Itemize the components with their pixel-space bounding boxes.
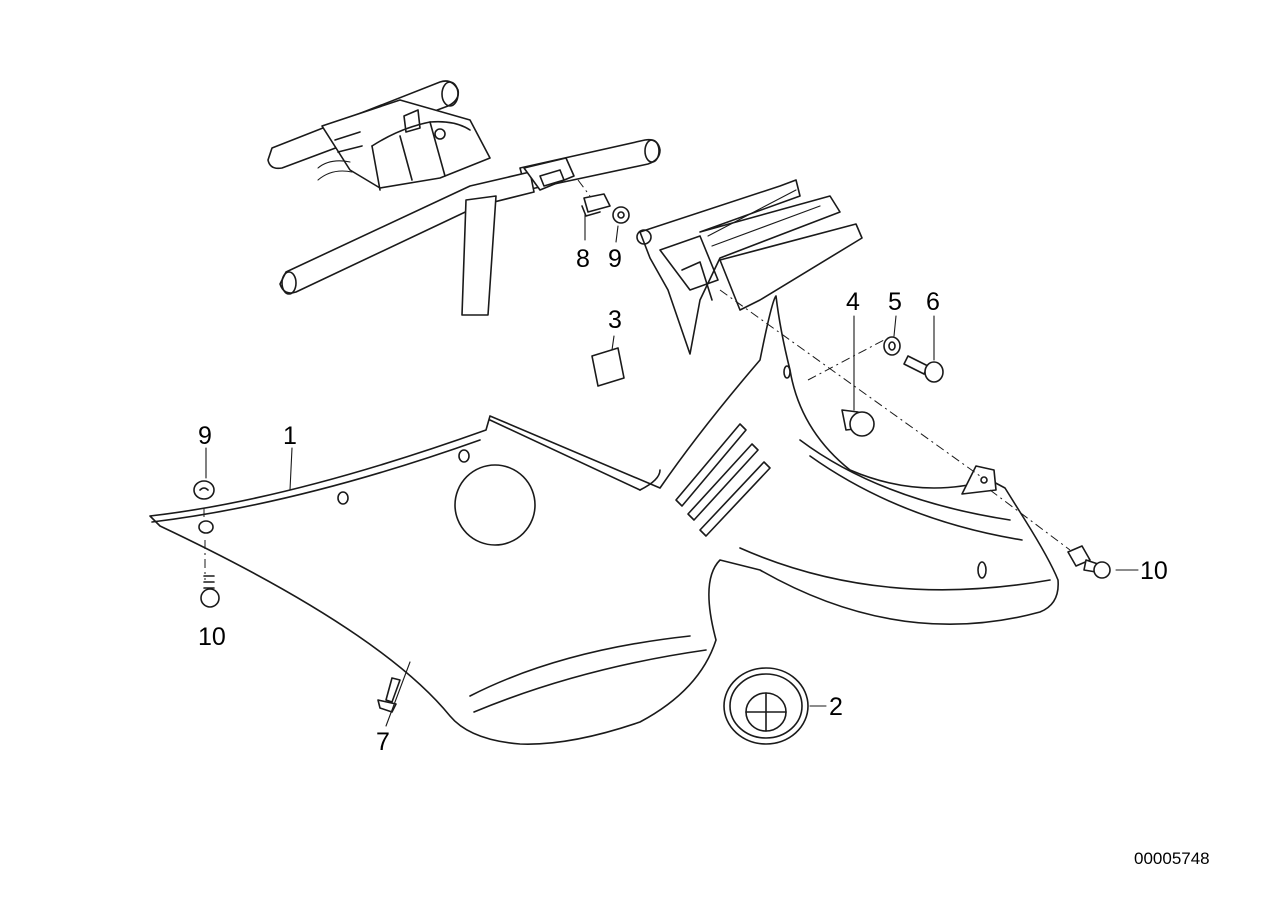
diagram-id-number: 00005748 (1134, 849, 1210, 868)
screw-part-10-left (200, 575, 220, 608)
screw-part-10-right (1067, 545, 1111, 579)
callout-labels: 1 2 3 4 5 6 7 8 9 9 10 10 (198, 245, 1168, 756)
assembly-lines (203, 179, 1071, 580)
callout-9-upper: 9 (608, 245, 622, 273)
callout-9-left: 9 (198, 422, 212, 450)
callout-6: 6 (926, 288, 940, 316)
grommet-part-9-left (193, 480, 215, 500)
callout-8: 8 (576, 245, 590, 273)
frame-subassembly (267, 80, 661, 316)
callout-1: 1 (283, 422, 297, 450)
grommet-part-9-upper (612, 206, 630, 224)
emblem-part-2 (723, 667, 809, 745)
buffer-part-4 (841, 409, 875, 437)
rear-subframe (636, 179, 863, 355)
callout-4: 4 (846, 288, 860, 316)
side-panel-part-1 (149, 295, 1059, 745)
leader-lines (205, 213, 1139, 727)
callout-2: 2 (829, 693, 843, 721)
callout-10-right: 10 (1140, 557, 1168, 585)
clip-part-8 (581, 193, 611, 217)
screw-part-6 (903, 355, 944, 383)
callout-7: 7 (376, 728, 390, 756)
callout-10-left: 10 (198, 623, 226, 651)
pad-part-3 (591, 347, 625, 387)
callout-3: 3 (608, 306, 622, 334)
washer-part-5 (883, 336, 901, 356)
callout-5: 5 (888, 288, 902, 316)
screw-part-7 (377, 677, 401, 713)
